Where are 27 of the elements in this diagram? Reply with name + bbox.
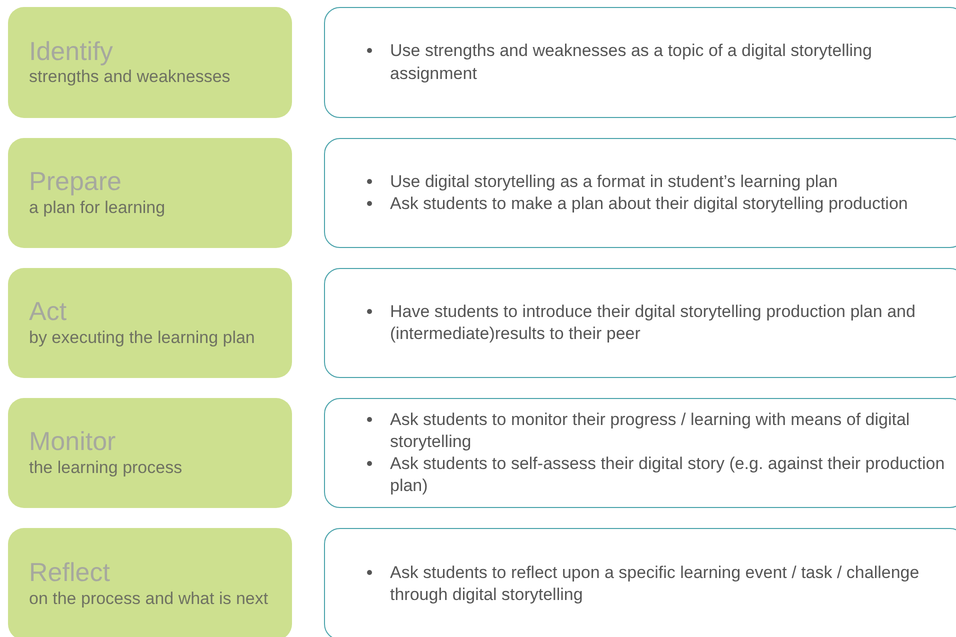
stage-box [8, 7, 292, 118]
bullet-item: Ask students to reflect upon a specific learning event / task / challenge through digital storytelling [390, 562, 920, 606]
stage-subtitle: strengths and weaknesses [29, 66, 232, 88]
stage-title: Prepare [29, 167, 122, 197]
bullet-item: Ask students to make a plan about their digital storytelling production [390, 193, 908, 215]
activity-box [324, 398, 956, 508]
bullet-item: Use digital storytelling as a format in student’s learning plan [390, 170, 838, 193]
stage-box [8, 398, 292, 508]
stage-box [8, 138, 292, 248]
stage-subtitle: a plan for learning [29, 196, 166, 219]
stage-title: Act [29, 297, 68, 327]
activity-box [324, 528, 956, 637]
activity-box [324, 7, 956, 118]
stage-title: Reflect [29, 558, 111, 588]
bullet-item: Ask students to monitor their progress / learning with means of digital storytelling [390, 408, 911, 453]
bullet-item: Ask students to self-assess their digital story (e.g. against their production plan) [390, 453, 945, 498]
activity-box [324, 268, 956, 378]
stage-title: Identify [29, 36, 114, 66]
stage-title: Monitor [29, 427, 117, 457]
stage-subtitle: on the process and what is next [29, 588, 270, 610]
stage-box [8, 528, 292, 637]
stage-box [8, 268, 292, 378]
activity-box [324, 138, 956, 248]
bullet-item: Use strengths and weaknesses as a topic of a digital storytelling assignment [390, 40, 873, 84]
stage-subtitle: by executing the learning plan [29, 326, 256, 349]
bullet-item: Have students to introduce their dgital storytelling production plan and (intermediate)results to their peer [390, 300, 916, 345]
stage-subtitle: the learning process [29, 456, 184, 479]
